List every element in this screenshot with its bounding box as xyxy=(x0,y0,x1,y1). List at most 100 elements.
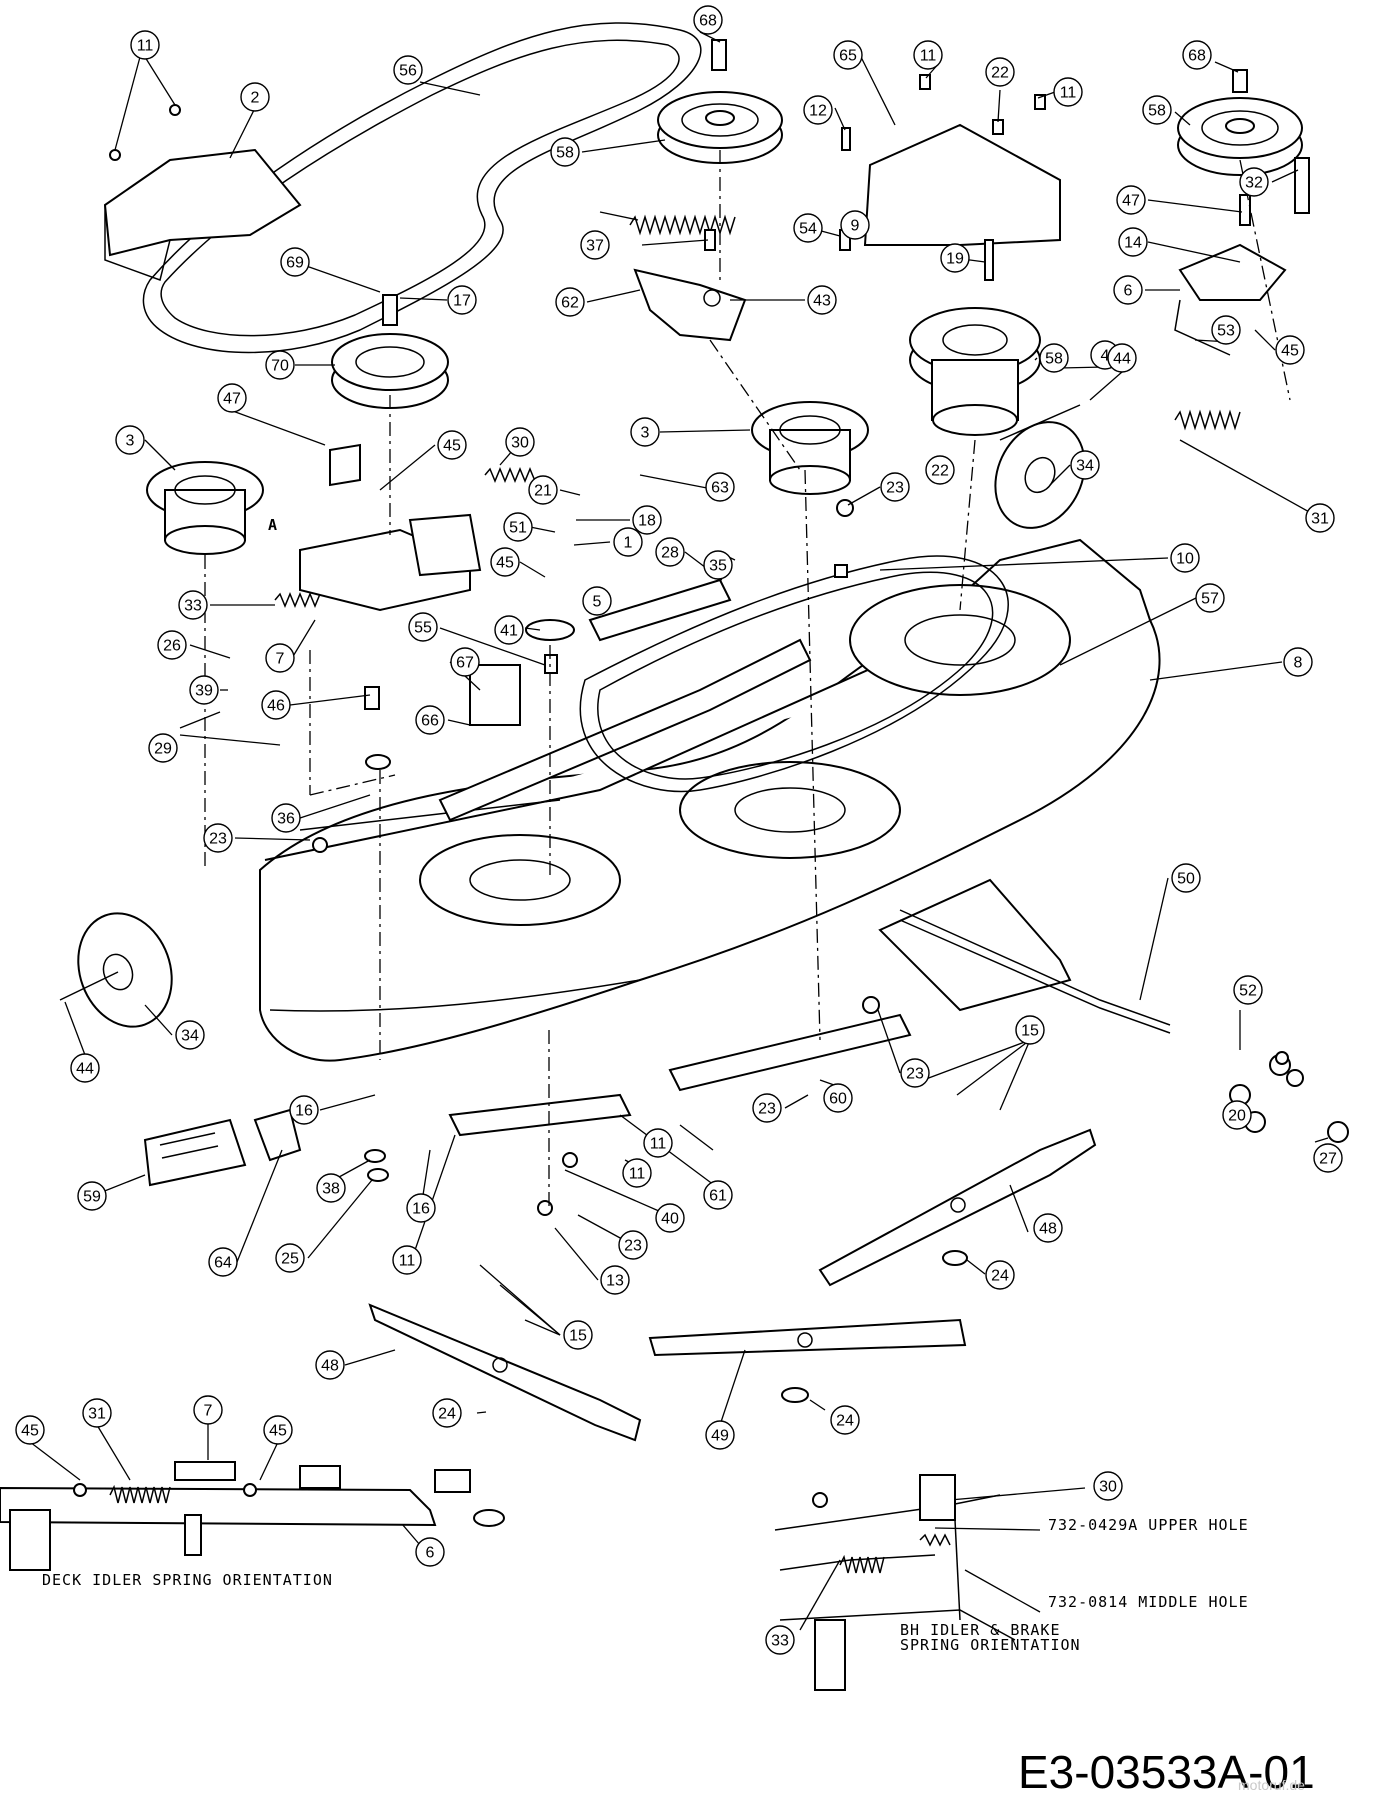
callout-number: 11 xyxy=(1060,85,1077,102)
callout-3: 3 xyxy=(630,417,660,447)
callout-circle xyxy=(1118,227,1148,257)
callout-circle xyxy=(261,690,291,720)
callout-number: 56 xyxy=(399,63,417,80)
callout-58: 58 xyxy=(1142,95,1172,125)
callout-number: 49 xyxy=(711,1428,729,1445)
caption-upper-hole: 732-0429A UPPER HOLE xyxy=(1048,1516,1249,1534)
callout-number: 23 xyxy=(758,1101,776,1118)
callout-number: 54 xyxy=(799,221,817,238)
callout-34: 34 xyxy=(175,1020,205,1050)
callout-number: 47 xyxy=(223,391,241,408)
callout-circle xyxy=(1211,315,1241,345)
callout-24: 24 xyxy=(830,1405,860,1435)
callout-number: 47 xyxy=(1122,193,1140,210)
pulley-58-center-drawing xyxy=(657,39,783,164)
callout-31: 31 xyxy=(82,1398,112,1428)
callout-circle xyxy=(807,285,837,315)
callout-circle xyxy=(1171,863,1201,893)
callout-number: 5 xyxy=(593,594,602,611)
callout-number: 59 xyxy=(83,1189,101,1206)
callout-circle xyxy=(940,243,970,273)
callout-number: 11 xyxy=(629,1166,646,1183)
callout-number: 20 xyxy=(1228,1108,1246,1125)
callout-circle xyxy=(240,82,270,112)
callout-45: 45 xyxy=(1275,335,1305,365)
callout-number: 34 xyxy=(1076,458,1094,475)
callout-circle xyxy=(1015,1015,1045,1045)
callout-number: 33 xyxy=(184,598,202,615)
callout-number: 45 xyxy=(21,1423,39,1440)
callout-43: 43 xyxy=(807,285,837,315)
callout-12: 12 xyxy=(803,95,833,125)
callout-circle xyxy=(189,675,219,705)
callout-circle xyxy=(925,455,955,485)
callout-number: 52 xyxy=(1239,983,1257,1000)
callout-number: 43 xyxy=(813,293,831,310)
callout-11: 11 xyxy=(913,40,943,70)
callout-44: 44 xyxy=(70,1053,100,1083)
callout-circle xyxy=(1275,335,1305,365)
callout-circle xyxy=(655,1203,685,1233)
callout-circle xyxy=(582,586,612,616)
callout-circle xyxy=(1222,1100,1252,1130)
callout-18: 18 xyxy=(632,505,662,535)
callout-circle xyxy=(613,527,643,557)
callout-1: 1 xyxy=(613,527,643,557)
callout-circle xyxy=(823,1083,853,1113)
callout-14: 14 xyxy=(1118,227,1148,257)
callout-circle xyxy=(618,1230,648,1260)
callout-number: 57 xyxy=(1201,591,1219,608)
callout-number: 64 xyxy=(214,1255,232,1272)
callout-number: 61 xyxy=(709,1188,727,1205)
callout-54: 54 xyxy=(793,213,823,243)
callout-48: 48 xyxy=(315,1350,345,1380)
callout-33: 33 xyxy=(178,590,208,620)
callout-number: 55 xyxy=(414,620,432,637)
callout-circle xyxy=(900,1058,930,1088)
callout-number: 45 xyxy=(1281,343,1299,360)
callout-27: 27 xyxy=(1313,1143,1343,1173)
callout-circle xyxy=(505,427,535,457)
callout-circle xyxy=(415,1537,445,1567)
callout-13: 13 xyxy=(600,1265,630,1295)
callout-circle xyxy=(765,1625,795,1655)
callout-circle xyxy=(1142,95,1172,125)
callout-number: 9 xyxy=(851,218,860,235)
callout-number: 11 xyxy=(650,1136,667,1153)
callout-41: 41 xyxy=(494,615,524,645)
callout-circle xyxy=(528,475,558,505)
blade-49-drawing xyxy=(648,1318,967,1357)
callout-circle xyxy=(880,472,910,502)
callout-7: 7 xyxy=(265,643,295,673)
callout-number: 70 xyxy=(271,358,289,375)
callout-circle xyxy=(447,285,477,315)
callout-number: 11 xyxy=(920,48,937,65)
callout-34: 34 xyxy=(1070,450,1100,480)
callout-number: 24 xyxy=(991,1268,1009,1285)
callout-circle xyxy=(630,417,660,447)
callout-circle xyxy=(280,247,310,277)
callout-number: 23 xyxy=(886,480,904,497)
callout-number: 50 xyxy=(1177,871,1195,888)
callout-circle xyxy=(643,1128,673,1158)
callout-62: 62 xyxy=(555,287,585,317)
callout-52: 52 xyxy=(1233,975,1263,1005)
callout-22: 22 xyxy=(925,455,955,485)
blade-48-right-drawing xyxy=(818,1128,1097,1287)
callout-circle xyxy=(275,1243,305,1273)
callout-number: 31 xyxy=(88,1406,106,1423)
springs-drawing xyxy=(274,214,1241,608)
callout-67: 67 xyxy=(450,647,480,677)
callout-circle xyxy=(408,612,438,642)
callout-number: 10 xyxy=(1176,551,1194,568)
callout-7: 7 xyxy=(193,1395,223,1425)
callout-number: 60 xyxy=(829,1091,847,1108)
callout-60: 60 xyxy=(823,1083,853,1113)
callout-69: 69 xyxy=(280,247,310,277)
callout-number: 29 xyxy=(154,741,172,758)
callout-circle xyxy=(1116,185,1146,215)
callout-circle xyxy=(1283,647,1313,677)
callout-19: 19 xyxy=(940,243,970,273)
deck-idler-detail-drawing xyxy=(0,1461,471,1571)
callout-29: 29 xyxy=(148,733,178,763)
